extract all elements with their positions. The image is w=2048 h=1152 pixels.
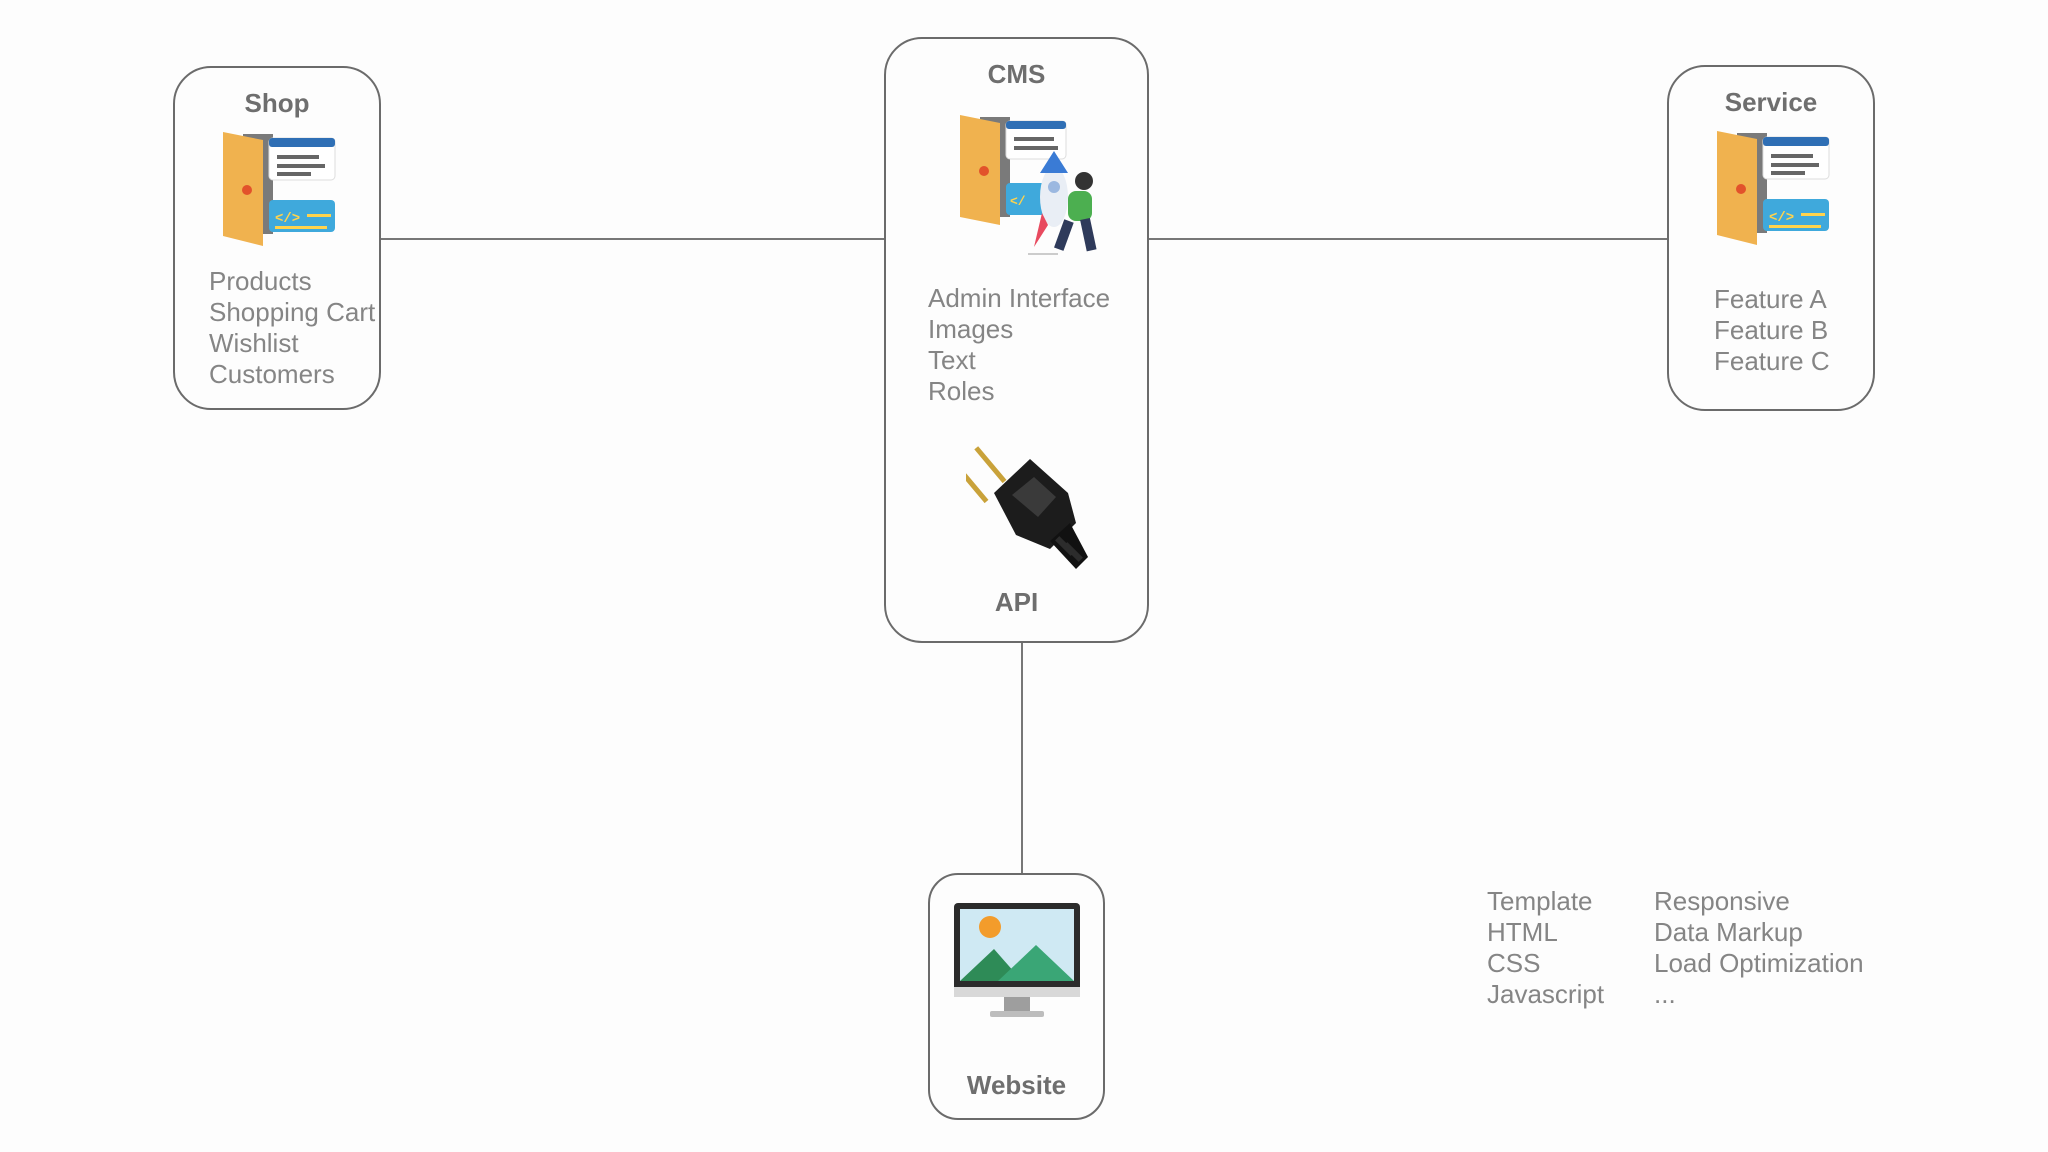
list-item: CSS bbox=[1487, 948, 1541, 978]
shop-items: Products Shopping Cart Wishlist Customer… bbox=[209, 266, 375, 390]
api-label: API bbox=[994, 587, 1039, 617]
power-plug-icon bbox=[966, 446, 1088, 569]
door-code-window-icon: </> bbox=[1717, 131, 1830, 245]
connector-cms-website bbox=[1021, 642, 1023, 875]
list-item: Roles bbox=[928, 376, 995, 406]
shop-box: Shop </> Products Shopping Cart Wishlist… bbox=[173, 66, 381, 410]
list-item: Feature A bbox=[1714, 284, 1827, 314]
svg-text:</>: </> bbox=[1769, 210, 1794, 226]
list-item: Feature B bbox=[1714, 315, 1829, 345]
cms-box: CMS </ Admin Interface Images Text Roles bbox=[884, 37, 1149, 643]
door-code-rocket-icon: </ bbox=[960, 115, 1097, 255]
list-item: HTML bbox=[1487, 917, 1558, 947]
svg-text:</>: </> bbox=[275, 211, 300, 227]
connector-shop-cms bbox=[380, 238, 886, 240]
list-item: Products bbox=[209, 266, 312, 296]
list-item: Feature C bbox=[1714, 346, 1830, 376]
shop-title: Shop bbox=[244, 88, 310, 118]
connector-cms-service bbox=[1147, 238, 1669, 240]
monitor-landscape-icon bbox=[954, 903, 1080, 1017]
list-item: Data Markup bbox=[1654, 917, 1803, 947]
list-item: Images bbox=[928, 314, 1014, 344]
website-box: Website bbox=[928, 873, 1105, 1120]
service-box: Service </> Feature A Feature B Feature … bbox=[1667, 65, 1875, 411]
list-item: Load Optimization bbox=[1654, 948, 1864, 978]
list-item: Customers bbox=[209, 359, 335, 389]
cms-title: CMS bbox=[987, 59, 1046, 89]
svg-text:</: </ bbox=[1010, 194, 1026, 209]
list-item: Admin Interface bbox=[928, 283, 1111, 313]
list-item: Javascript bbox=[1487, 979, 1605, 1009]
service-title: Service bbox=[1724, 87, 1818, 117]
notes-col2: Responsive Data Markup Load Optimization… bbox=[1654, 886, 1864, 1010]
website-title: Website bbox=[966, 1070, 1067, 1100]
service-items: Feature A Feature B Feature C bbox=[1714, 284, 1830, 377]
door-code-window-icon: </> bbox=[223, 132, 336, 246]
cms-items: Admin Interface Images Text Roles bbox=[928, 283, 1110, 407]
list-item: Template bbox=[1487, 886, 1593, 916]
list-item: Responsive bbox=[1654, 886, 1790, 916]
list-item: Wishlist bbox=[209, 328, 299, 358]
notes-col1: Template HTML CSS Javascript bbox=[1487, 886, 1604, 1010]
list-item: Text bbox=[928, 345, 976, 375]
list-item: ... bbox=[1654, 979, 1676, 1009]
list-item: Shopping Cart bbox=[209, 297, 376, 327]
